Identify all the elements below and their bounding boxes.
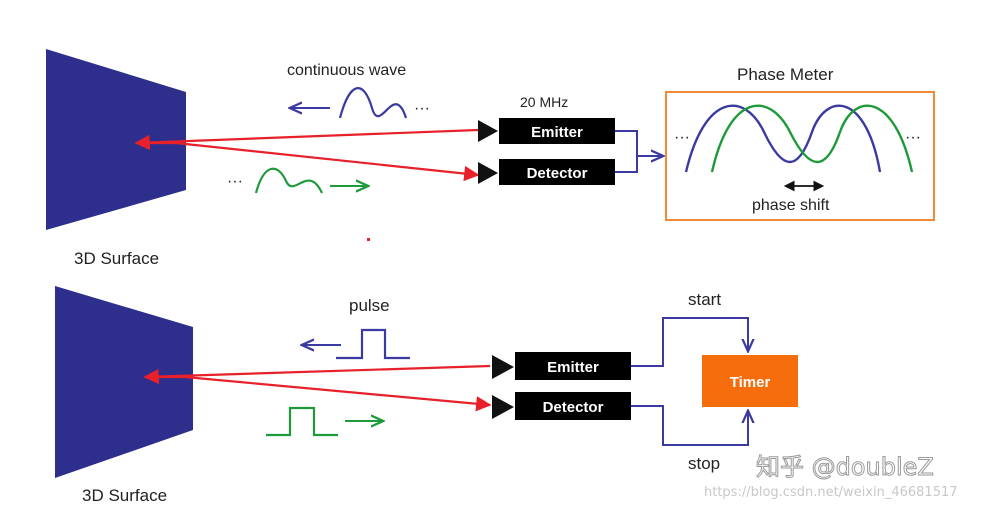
start-label: start bbox=[688, 290, 721, 309]
frequency-label: 20 MHz bbox=[520, 94, 568, 110]
meter-right-ellipsis: ··· bbox=[905, 129, 921, 146]
bottom-3d-surface bbox=[55, 286, 193, 478]
bottom-emitter-label: Emitter bbox=[547, 359, 599, 376]
top-panel: 3D Surface continuous wave ··· ··· 20 MH… bbox=[46, 49, 935, 268]
stray-dot bbox=[367, 238, 370, 241]
blue-wave bbox=[338, 87, 408, 119]
top-detector-label: Detector bbox=[527, 165, 588, 182]
bottom-emitter-lens bbox=[492, 355, 514, 379]
phase-meter-title: Phase Meter bbox=[737, 65, 834, 84]
bottom-detector-box bbox=[515, 392, 631, 420]
top-3d-surface bbox=[46, 49, 186, 230]
pulse-label: pulse bbox=[349, 296, 390, 315]
bottom-emitter-box bbox=[515, 352, 631, 380]
start-connector bbox=[631, 317, 748, 367]
top-return-beam bbox=[175, 141, 480, 182]
top-surface-label: 3D Surface bbox=[74, 249, 159, 268]
top-emitter-lens bbox=[478, 120, 498, 142]
bottom-panel: 3D Surface pulse Emitter Detector start … bbox=[55, 286, 798, 505]
meter-green-wave bbox=[710, 104, 914, 173]
green-wave bbox=[254, 167, 323, 194]
continuous-wave-label: continuous wave bbox=[287, 62, 406, 79]
blue-pulse bbox=[336, 328, 410, 360]
stop-connector bbox=[631, 405, 748, 446]
meter-left-ellipsis: ··· bbox=[674, 129, 690, 146]
green-pulse bbox=[266, 406, 338, 437]
watermark-url: https://blog.csdn.net/weixin_46681517 bbox=[704, 485, 958, 500]
bottom-emit-beam bbox=[143, 364, 491, 385]
watermark-bg bbox=[606, 478, 985, 508]
bottom-return-beam bbox=[184, 375, 492, 412]
timer-label: Timer bbox=[730, 374, 771, 391]
top-emitter-label: Emitter bbox=[531, 124, 583, 141]
top-detector-lens bbox=[478, 162, 498, 184]
top-detector-box bbox=[499, 159, 615, 185]
blue-wave-ellipsis: ··· bbox=[414, 100, 430, 117]
meter-blue-wave bbox=[684, 104, 882, 173]
bottom-detector-lens bbox=[492, 395, 514, 419]
bottom-surface-label: 3D Surface bbox=[82, 486, 167, 505]
bottom-detector-label: Detector bbox=[543, 399, 604, 416]
green-wave-ellipsis: ··· bbox=[227, 173, 243, 190]
watermark: 知乎 @doubleZ https://blog.csdn.net/weixin… bbox=[606, 453, 985, 508]
top-emitter-connector bbox=[615, 130, 638, 156]
phase-shift-label: phase shift bbox=[752, 197, 830, 214]
top-detector-connector bbox=[615, 156, 638, 173]
watermark-handle: 知乎 @doubleZ bbox=[756, 453, 934, 481]
stop-label: stop bbox=[688, 454, 720, 473]
timer-box bbox=[702, 355, 798, 407]
top-emit-beam bbox=[134, 128, 479, 151]
top-emitter-box bbox=[499, 118, 615, 144]
